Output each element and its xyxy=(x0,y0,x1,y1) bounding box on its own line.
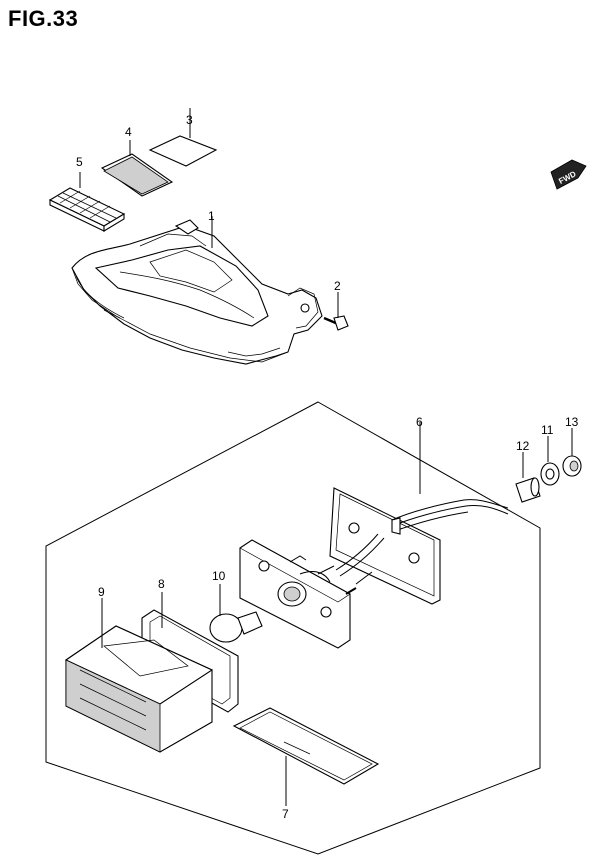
part-13-nut xyxy=(562,428,582,477)
part-7-lower-plate xyxy=(232,707,380,806)
callout-4: 4 xyxy=(125,125,132,139)
part-11-washer xyxy=(540,436,560,486)
part-3-plate xyxy=(148,108,218,167)
callout-9: 9 xyxy=(98,585,105,599)
callout-7: 7 xyxy=(282,807,289,821)
part-1-tail-cover xyxy=(71,216,323,365)
callout-10: 10 xyxy=(212,569,226,583)
part-10-bulb xyxy=(209,584,263,643)
assembly-outline xyxy=(45,401,541,855)
part-4-ribbed-plate xyxy=(100,140,174,197)
callout-3: 3 xyxy=(186,113,193,127)
callout-1: 1 xyxy=(208,209,215,223)
callout-13: 13 xyxy=(565,415,579,429)
callout-8: 8 xyxy=(158,577,165,591)
callout-2: 2 xyxy=(334,279,341,293)
callout-11: 11 xyxy=(541,423,554,437)
part-9-lens xyxy=(64,598,214,753)
part-5-grid-cushion xyxy=(48,172,126,232)
forward-arrow-icon: FWD xyxy=(550,159,587,190)
callout-12: 12 xyxy=(516,439,530,453)
part-6-lamp-base xyxy=(329,422,509,605)
callout-6: 6 xyxy=(416,415,423,429)
socket-assembly xyxy=(239,533,385,649)
callout-5: 5 xyxy=(76,155,83,169)
figure-title: FIG.33 xyxy=(8,6,79,31)
part-12-spacer xyxy=(515,452,541,503)
part-2-screw xyxy=(323,292,349,331)
